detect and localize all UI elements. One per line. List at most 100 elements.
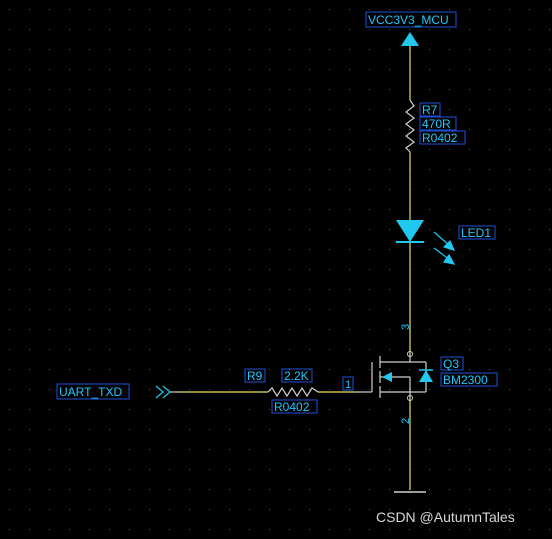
grid-dot	[49, 289, 50, 290]
grid-dot	[149, 329, 150, 330]
grid-dot	[9, 9, 10, 10]
resistor-r9[interactable]: R9 2.2K R0402	[244, 368, 319, 414]
grid-dot	[329, 149, 330, 150]
grid-dots	[9, 9, 550, 530]
grid-dot	[509, 229, 510, 230]
grid-dot	[529, 249, 530, 250]
grid-dot	[129, 49, 130, 50]
grid-dot	[489, 349, 490, 350]
grid-dot	[509, 149, 510, 150]
grid-dot	[229, 429, 230, 430]
grid-dot	[29, 49, 30, 50]
grid-dot	[69, 49, 70, 50]
grid-dot	[249, 169, 250, 170]
junction-dot	[407, 351, 413, 357]
grid-dot	[209, 109, 210, 110]
grid-dot	[469, 469, 470, 470]
grid-dot	[189, 169, 190, 170]
grid-dot	[449, 229, 450, 230]
grid-dot	[69, 9, 70, 10]
grid-dot	[249, 409, 250, 410]
grid-dot	[29, 369, 30, 370]
grid-dot	[349, 309, 350, 310]
grid-dot	[369, 189, 370, 190]
resistor-r9-zigzag-icon	[267, 386, 319, 398]
grid-dot	[9, 269, 10, 270]
grid-dot	[69, 509, 70, 510]
grid-dot	[509, 189, 510, 190]
grid-dot	[109, 249, 110, 250]
grid-dot	[209, 29, 210, 30]
grid-dot	[529, 109, 530, 110]
grid-dot	[369, 489, 370, 490]
grid-dot	[249, 69, 250, 70]
grid-dot	[269, 229, 270, 230]
grid-dot	[429, 49, 430, 50]
grid-dot	[469, 289, 470, 290]
grid-dot	[209, 349, 210, 350]
grid-dot	[369, 149, 370, 150]
grid-dot	[309, 269, 310, 270]
grid-dot	[149, 269, 150, 270]
grid-dot	[69, 469, 70, 470]
led-led1[interactable]: LED1	[396, 220, 496, 265]
grid-dot	[249, 429, 250, 430]
grid-dot	[89, 289, 90, 290]
grid-dot	[329, 9, 330, 10]
grid-dot	[349, 409, 350, 410]
grid-dot	[29, 289, 30, 290]
q3-designator: Q3	[443, 357, 459, 371]
grid-dot	[29, 389, 30, 390]
grid-dot	[489, 289, 490, 290]
grid-dot	[9, 309, 10, 310]
grid-dot	[169, 369, 170, 370]
grid-dot	[489, 69, 490, 70]
grid-dot	[49, 89, 50, 90]
grid-dot	[509, 449, 510, 450]
grid-dot	[9, 429, 10, 430]
power-arrow-icon	[401, 32, 419, 46]
grid-dot	[189, 69, 190, 70]
grid-dot	[509, 489, 510, 490]
grid-dot	[89, 309, 90, 310]
grid-dot	[89, 209, 90, 210]
grid-dot	[449, 169, 450, 170]
grid-dot	[489, 149, 490, 150]
mosfet-q3[interactable]: 1 3 2 Q3 BM2300	[342, 324, 498, 424]
grid-dot	[309, 149, 310, 150]
grid-dot	[389, 509, 390, 510]
grid-dot	[489, 449, 490, 450]
q3-part-number: BM2300	[443, 373, 488, 387]
grid-dot	[9, 389, 10, 390]
grid-dot	[229, 389, 230, 390]
grid-dot	[169, 89, 170, 90]
grid-dot	[289, 469, 290, 470]
grid-dot	[209, 209, 210, 210]
grid-dot	[29, 329, 30, 330]
grid-dot	[209, 89, 210, 90]
grid-dot	[329, 529, 330, 530]
net-port-uart-txd[interactable]: UART_TXD	[56, 383, 180, 400]
grid-dot	[89, 229, 90, 230]
grid-dot	[549, 309, 550, 310]
grid-dot	[29, 149, 30, 150]
grid-dot	[389, 289, 390, 290]
grid-dot	[9, 369, 10, 370]
grid-dot	[189, 249, 190, 250]
grid-dot	[529, 9, 530, 10]
grid-dot	[429, 189, 430, 190]
grid-dot	[349, 109, 350, 110]
grid-dot	[189, 89, 190, 90]
resistor-r7[interactable]: R7 470R R0402	[405, 99, 466, 153]
grid-dot	[529, 529, 530, 530]
grid-dot	[249, 489, 250, 490]
grid-dot	[309, 469, 310, 470]
grid-dot	[109, 169, 110, 170]
grid-dot	[349, 189, 350, 190]
grid-dot	[309, 329, 310, 330]
grid-dot	[29, 529, 30, 530]
grid-dot	[489, 389, 490, 390]
grid-dot	[329, 429, 330, 430]
power-port-vcc[interactable]: VCC3V3_MCU	[365, 11, 457, 46]
grid-dot	[329, 309, 330, 310]
